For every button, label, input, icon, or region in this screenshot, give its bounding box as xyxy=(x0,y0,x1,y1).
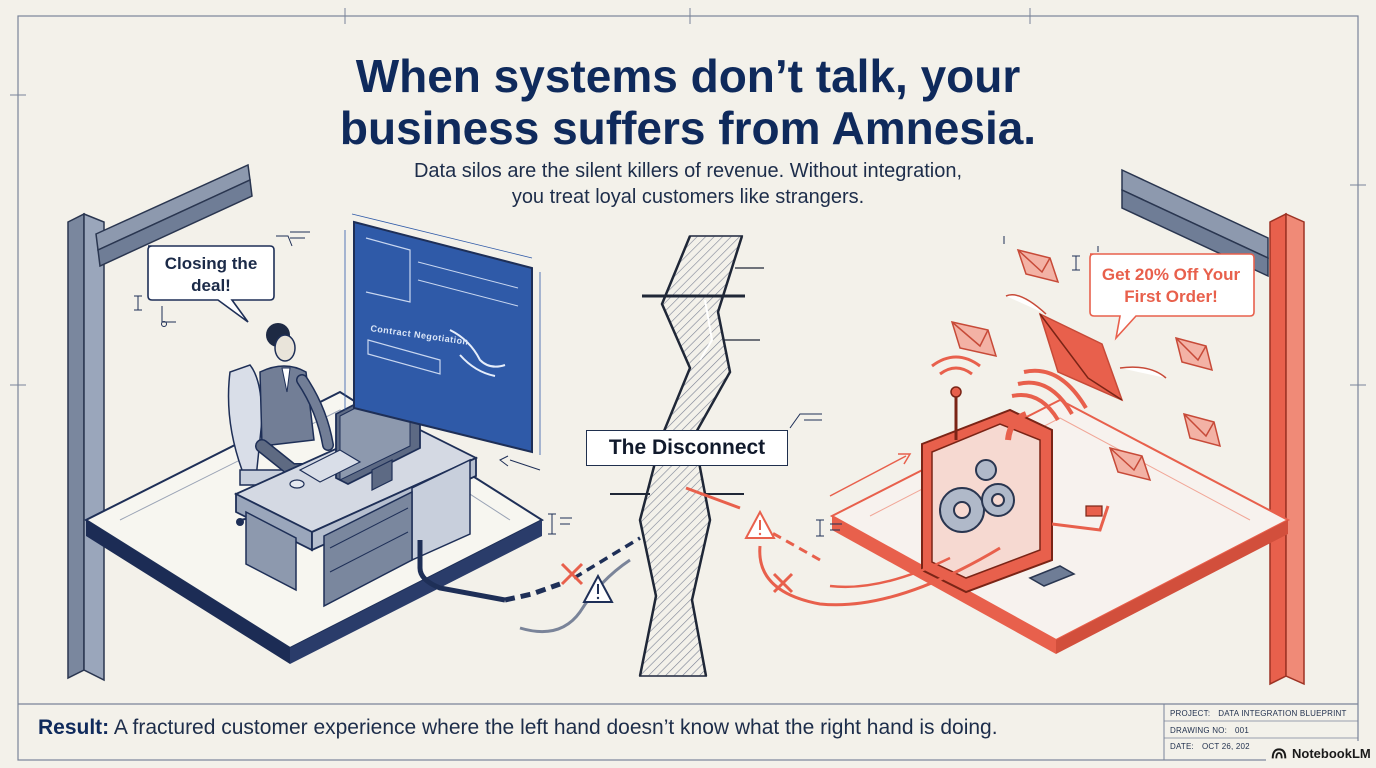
headline-line-1: When systems don’t talk, your xyxy=(355,50,1021,102)
dimension-marks-right xyxy=(789,236,1099,537)
left-speech-text: Closing the deal! xyxy=(164,254,258,295)
right-speech-text: Get 20% Off Your First Order! xyxy=(1101,265,1241,306)
contract-screen xyxy=(344,213,541,455)
title-block-drawing: DRAWING NO: 001 xyxy=(1170,726,1249,735)
dimension-marks-left xyxy=(134,231,572,535)
drawing-value: 001 xyxy=(1235,726,1249,735)
title-block-project: PROJECT: DATA INTEGRATION BLUEPRINT xyxy=(1170,709,1347,718)
subtitle-line-1: Data silos are the silent killers of rev… xyxy=(413,160,963,182)
date-value: OCT 26, 202 xyxy=(1201,742,1250,751)
right-broken-cable xyxy=(685,453,1001,607)
left-speech-bubble xyxy=(147,245,275,323)
blueprint-frame xyxy=(10,8,1366,761)
notebooklm-badge: NotebookLM xyxy=(1266,741,1374,765)
envelope-3 xyxy=(1174,336,1214,372)
left-broken-cable xyxy=(417,536,641,634)
result-label: Result: xyxy=(38,716,110,739)
project-value: DATA INTEGRATION BLUEPRINT xyxy=(1218,709,1347,718)
envelope-5 xyxy=(1108,446,1152,482)
envelope-2 xyxy=(950,320,998,358)
watermark-text: NotebookLM xyxy=(1292,745,1371,761)
envelope-1 xyxy=(1016,248,1060,284)
flying-envelopes xyxy=(950,248,1222,482)
disconnect-label: The Disconnect xyxy=(586,430,788,466)
drawing-label: DRAWING NO: xyxy=(1170,726,1228,735)
subtitle-line-2: you treat loyal customers like strangers… xyxy=(511,186,865,208)
project-label: PROJECT: xyxy=(1170,709,1211,718)
headline-line-2: business suffers from Amnesia. xyxy=(339,102,1037,154)
big-envelope xyxy=(1005,294,1167,402)
right-platform xyxy=(829,398,1291,654)
title-block-date: DATE: OCT 26, 202 xyxy=(1170,742,1250,751)
left-steel-beam xyxy=(67,163,253,682)
date-label: DATE: xyxy=(1170,742,1194,751)
result-text: A fractured customer experience where th… xyxy=(109,716,998,739)
marketing-automation-machine xyxy=(921,355,1110,594)
notebooklm-logo-icon xyxy=(1271,748,1287,759)
envelope-4 xyxy=(1182,412,1222,448)
result-statement: Result: A fractured customer experience … xyxy=(38,716,998,740)
right-speech-bubble xyxy=(1089,253,1255,341)
